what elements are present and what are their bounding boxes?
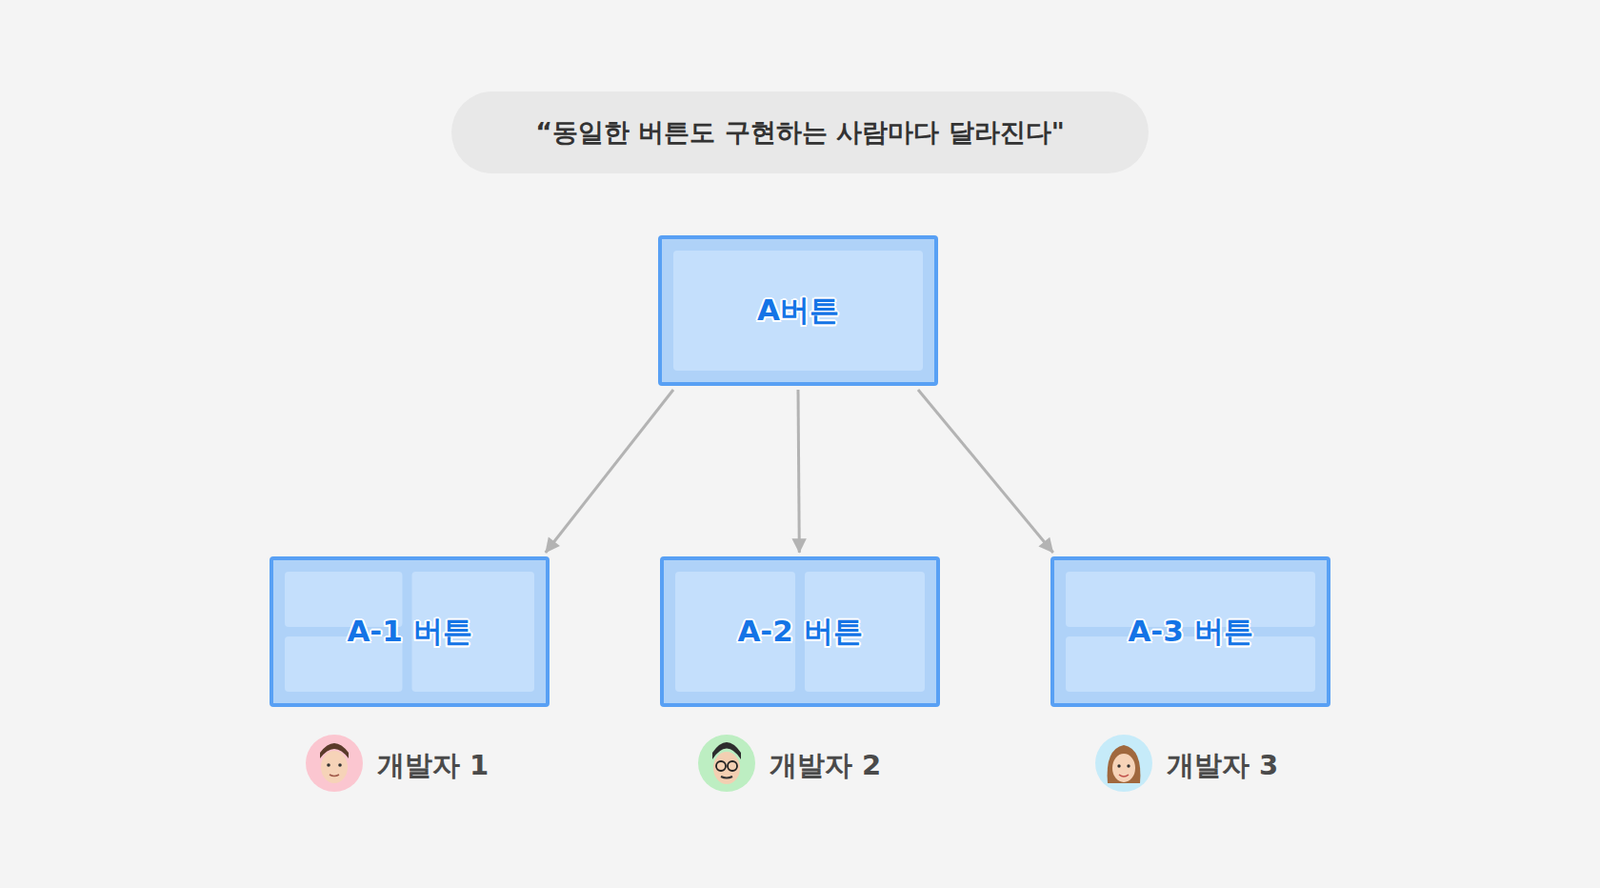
button-box: A-1 버튼 [269,556,550,707]
button-label: A-2 버튼 [737,611,862,652]
avatar-2 [698,734,756,792]
developer-name: 개발자 1 [377,746,489,785]
connector-arrow [798,389,800,553]
button-label: A-1 버튼 [346,611,472,652]
inner-panel [673,250,923,371]
developer-name: 개발자 3 [1166,746,1279,785]
button-box: A버튼 [658,235,939,386]
avatar-3 [1095,734,1153,792]
developer-name: 개발자 2 [769,746,881,785]
title-pill: “동일한 버튼도 구현하는 사람마다 달라진다" [451,91,1149,174]
button-label: A-3 버튼 [1127,611,1253,652]
button-box: A-2 버튼 [660,556,940,707]
connector-arrow [918,389,1054,553]
button-label: A버튼 [757,290,840,331]
avatar-1 [305,734,363,792]
connector-arrow [545,389,674,553]
title-text: “동일한 버튼도 구현하는 사람마다 달라진다" [535,115,1064,150]
button-box: A-3 버튼 [1050,556,1331,707]
